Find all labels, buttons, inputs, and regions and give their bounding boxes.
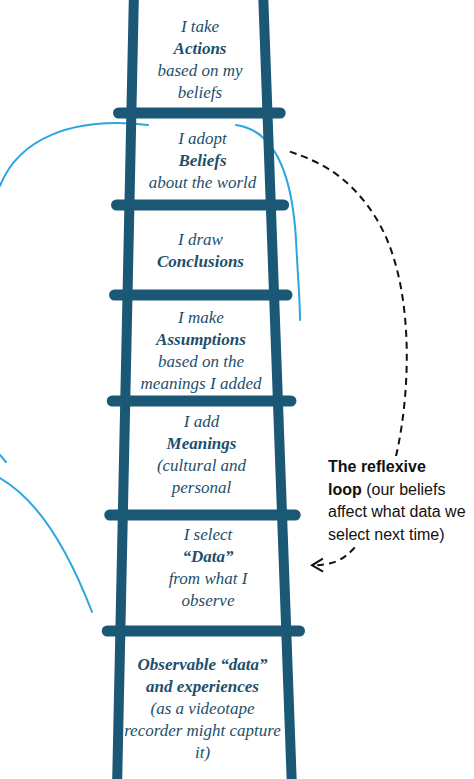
step-text: about the world	[149, 172, 257, 194]
step-text: based on my beliefs	[156, 60, 244, 104]
step-text: (cultural and personal	[152, 455, 252, 499]
ladder-rung	[119, 108, 281, 119]
step-keyword: Meanings	[167, 433, 237, 455]
ladder-step: I select“Data”from what I observe	[104, 521, 312, 624]
ladder-rung	[112, 396, 291, 407]
step-text: I select	[184, 524, 233, 546]
ladder-step: I adoptBeliefsabout the world	[115, 118, 290, 200]
step-keyword: Assumptions	[156, 329, 246, 351]
step-text: I adopt	[178, 128, 227, 150]
step-text: I add	[184, 411, 219, 433]
step-keyword: Beliefs	[178, 150, 226, 172]
step-keyword: Conclusions	[157, 251, 244, 273]
step-text: from what I observe	[152, 568, 264, 612]
step-text: I take	[181, 16, 219, 38]
ladder-rung	[117, 200, 284, 211]
step-keyword: Observable “data” and experiences	[123, 654, 283, 698]
step-text: based on the meanings I added	[125, 351, 277, 395]
ladder-rung	[110, 510, 295, 521]
loop-sketch-line	[0, 455, 6, 462]
ladder-rung	[115, 290, 287, 301]
step-keyword: Actions	[174, 38, 227, 60]
edge-annotation: The reflexive loop(our beliefs affect wh…	[326, 456, 474, 546]
loop-sketch-line	[0, 478, 92, 612]
ladder-step: I drawConclusions	[113, 210, 288, 289]
step-keyword: “Data”	[183, 546, 234, 568]
ladder-rung	[107, 626, 299, 637]
ladder	[107, 0, 299, 779]
step-text: I draw	[178, 229, 223, 251]
ladder-step: I takeActionsbased on my beliefs	[120, 0, 280, 108]
step-text: I make	[178, 307, 224, 329]
ladder-step: I addMeanings(cultural and personal	[107, 406, 296, 509]
step-text: (as a videotape recorder might capture i…	[123, 698, 283, 764]
ladder-step: Observable “data” and experiences(as a v…	[100, 637, 305, 779]
ladder-step: I makeAssumptionsbased on the meanings I…	[110, 300, 292, 394]
